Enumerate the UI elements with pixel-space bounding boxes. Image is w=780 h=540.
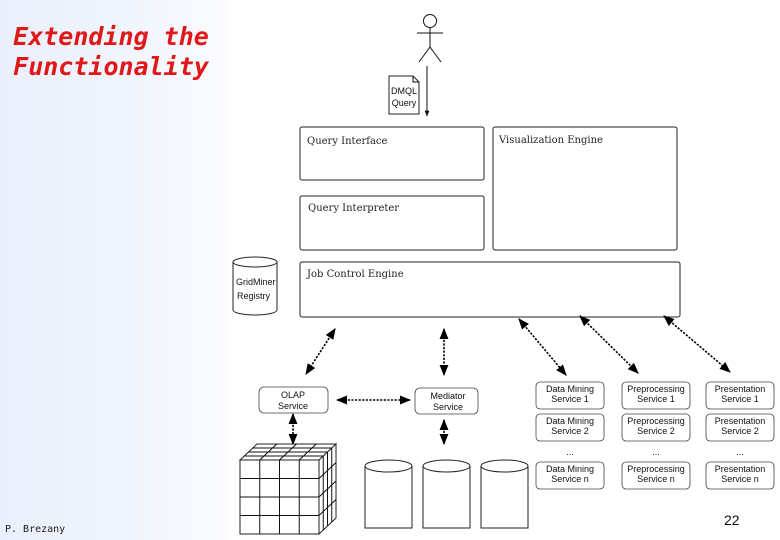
service-label: Service 1 xyxy=(551,394,589,404)
service-label: Service n xyxy=(637,474,675,484)
olap-label-2: Service xyxy=(278,401,308,411)
service-label: Service 2 xyxy=(637,426,675,436)
query-interface-box: Query Interface xyxy=(299,126,485,181)
dmql-label-1: DMQL xyxy=(391,86,417,96)
service-label: Preprocessing xyxy=(627,464,685,474)
ellipsis-label: ... xyxy=(736,447,744,457)
service-label: Service n xyxy=(551,474,589,484)
service-label: Preprocessing xyxy=(627,384,685,394)
query-interpreter-box: Query Interpreter xyxy=(299,195,485,251)
mediator-service-box: Mediator Service xyxy=(414,387,479,415)
arrow-job-presentation xyxy=(663,315,731,373)
query-interface-label: Query Interface xyxy=(307,136,388,147)
sidebar-background xyxy=(0,0,228,540)
service-label: Presentation xyxy=(715,384,766,394)
service-box xyxy=(535,381,605,410)
user-figure-icon xyxy=(417,14,443,63)
service-label: Service n xyxy=(721,474,759,484)
service-box xyxy=(621,413,691,442)
service-label: Preprocessing xyxy=(627,416,685,426)
registry-label-1: GridMiner xyxy=(236,277,276,287)
service-box xyxy=(621,461,691,490)
query-interpreter-label: Query Interpreter xyxy=(308,203,399,214)
olap-service-box: OLAP Service xyxy=(258,386,329,414)
registry-label-2: Registry xyxy=(237,291,271,301)
service-label: Data Mining xyxy=(546,384,594,394)
job-control-engine-label: Job Control Engine xyxy=(306,269,404,280)
visualization-engine-box: Visualization Engine xyxy=(492,126,678,251)
page-number: 22 xyxy=(724,512,740,528)
mediator-label-2: Service xyxy=(433,402,463,412)
arrow-job-preprocessing xyxy=(579,315,639,374)
olap-cube-icon xyxy=(238,442,338,536)
service-label: Data Mining xyxy=(546,464,594,474)
service-label: Service 2 xyxy=(551,426,589,436)
database-cylinder-1 xyxy=(364,459,413,529)
database-cylinder-3 xyxy=(480,459,529,529)
author-footer: P. Brezany xyxy=(5,524,66,535)
ellipsis-label: ... xyxy=(566,447,574,457)
service-box xyxy=(705,413,775,442)
service-box xyxy=(705,381,775,410)
ellipsis-label: ... xyxy=(652,447,660,457)
service-box xyxy=(621,381,691,410)
dmql-label-2: Query xyxy=(392,98,417,108)
olap-label-1: OLAP xyxy=(281,390,305,400)
service-label: Service 2 xyxy=(721,426,759,436)
service-box xyxy=(535,413,605,442)
service-label: Service 1 xyxy=(637,394,675,404)
job-control-engine-box: Job Control Engine xyxy=(299,261,681,318)
visualization-engine-label: Visualization Engine xyxy=(498,135,603,146)
service-label: Data Mining xyxy=(546,416,594,426)
arrow-job-olap xyxy=(305,328,336,375)
service-label: Presentation xyxy=(715,416,766,426)
service-label: Service 1 xyxy=(721,394,759,404)
service-label: Presentation xyxy=(715,464,766,474)
dmql-query-document: DMQL Query xyxy=(388,75,420,115)
arrow-job-datamining xyxy=(518,318,567,376)
gridminer-registry-cylinder: GridMiner Registry xyxy=(232,256,278,316)
slide-title: Extending the Functionality xyxy=(13,22,209,81)
mediator-label-1: Mediator xyxy=(430,391,465,401)
service-box xyxy=(535,461,605,490)
service-box xyxy=(705,461,775,490)
database-cylinder-2 xyxy=(422,459,471,529)
